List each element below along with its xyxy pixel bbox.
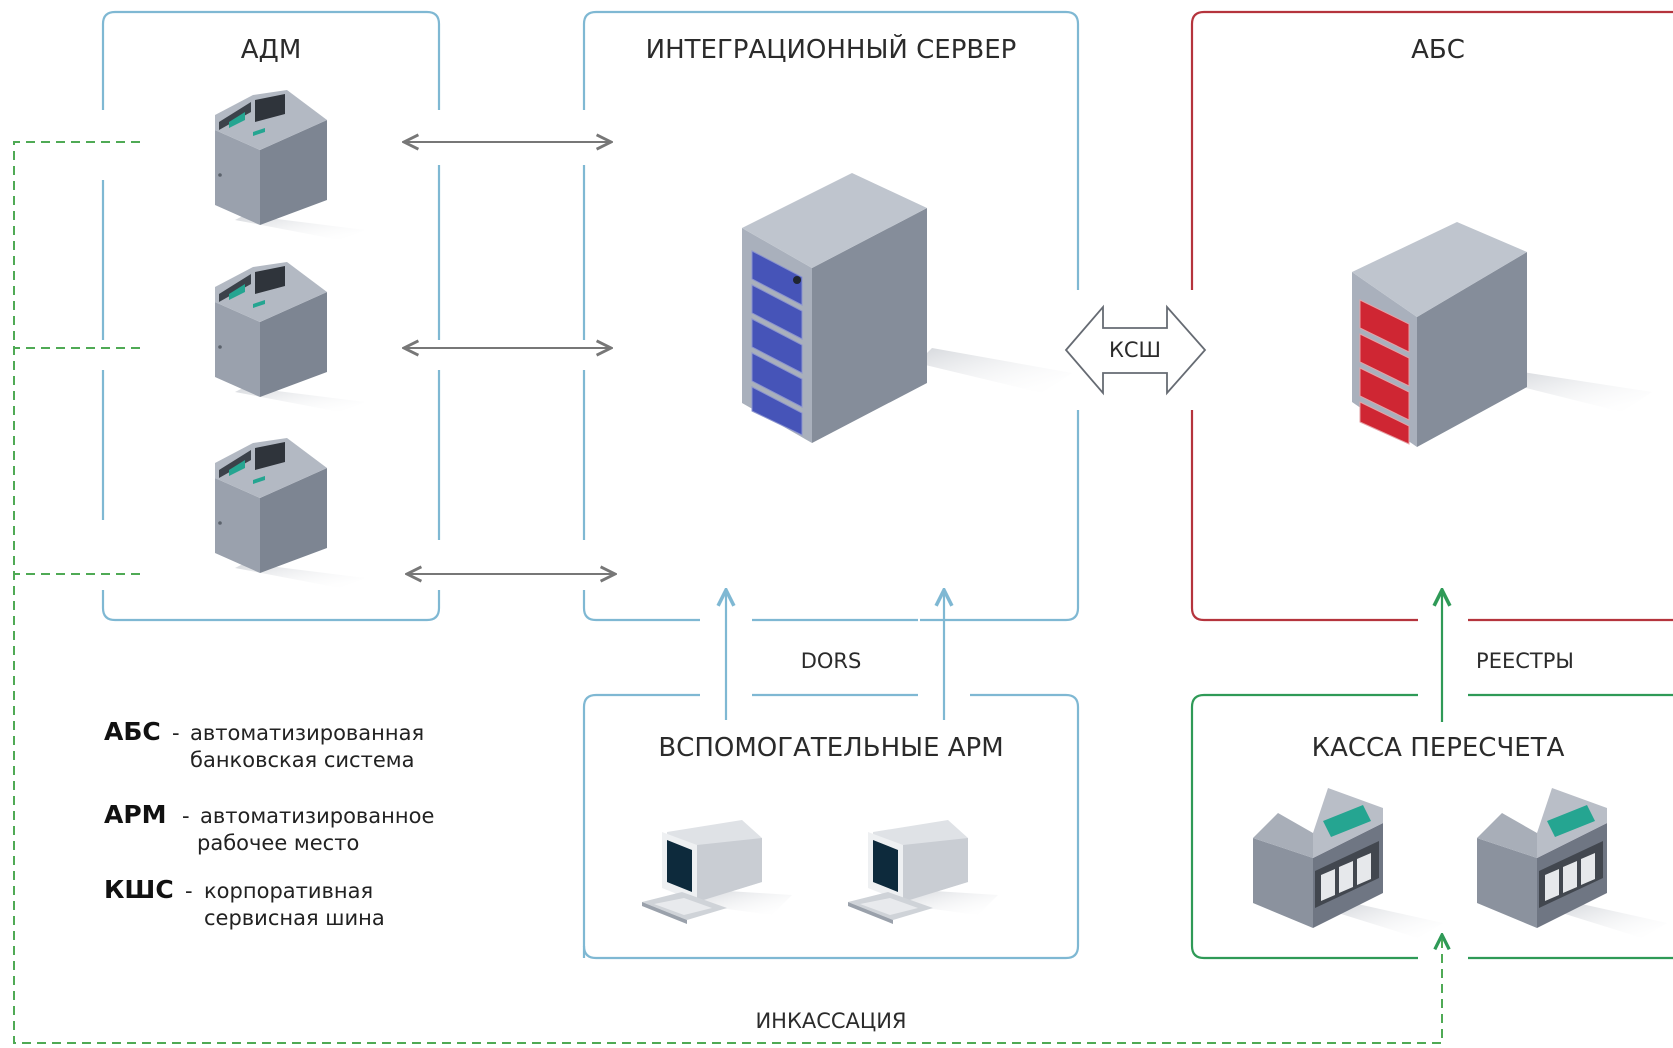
- registers-label: РЕЕСТРЫ: [1476, 649, 1574, 673]
- legend-description: автоматизированное: [200, 804, 434, 828]
- aux-workstations-frame: [582, 693, 1080, 960]
- legend-description: банковская система: [190, 748, 414, 772]
- legend: АБС - автоматизированная банковская сист…: [104, 717, 434, 930]
- aux-workstations-title: ВСПОМОГАТЕЛЬНЫЕ АРМ: [658, 733, 1003, 763]
- abs-frame: [1190, 10, 1673, 622]
- legend-description: сервисная шина: [204, 906, 385, 930]
- collection-connector: [13, 141, 1442, 1044]
- integration-server-frame: [582, 10, 1080, 622]
- legend-separator: -: [185, 879, 193, 903]
- legend-separator: -: [172, 721, 180, 745]
- legend-description: рабочее место: [197, 831, 359, 855]
- legend-description: корпоративная: [204, 879, 373, 903]
- integration-server-title: ИНТЕГРАЦИОННЫЙ СЕРВЕР: [646, 33, 1017, 65]
- bus-label: КСШ: [1109, 338, 1161, 362]
- cash-counting-frame: [1190, 693, 1673, 960]
- banknote-counter-icon: [1477, 788, 1667, 938]
- legend-separator: -: [182, 804, 190, 828]
- legend-abbr: КШС: [104, 875, 174, 904]
- workstation-icon: [848, 820, 998, 924]
- atm-icon: [215, 438, 365, 588]
- legend-item: КШС - корпоративная сервисная шина: [104, 875, 385, 930]
- workstation-icon: [642, 820, 792, 924]
- server-rack-icon: [742, 173, 1072, 443]
- abs-title: АБС: [1411, 35, 1465, 65]
- collection-label: ИНКАССАЦИЯ: [755, 1009, 906, 1033]
- banknote-counter-icon: [1253, 788, 1443, 938]
- atm-icon: [215, 262, 365, 412]
- legend-abbr: АБС: [104, 717, 161, 746]
- bus-connector: КСШ: [1064, 304, 1207, 396]
- cash-counting-title: КАССА ПЕРЕСЧЕТА: [1312, 733, 1565, 763]
- atm-icon: [215, 90, 365, 240]
- adm-title: АДМ: [241, 35, 302, 65]
- dors-connector: [726, 590, 944, 720]
- legend-item: АРМ - автоматизированное рабочее место: [104, 800, 434, 855]
- legend-item: АБС - автоматизированная банковская сист…: [104, 717, 424, 772]
- adm-frame: [101, 10, 441, 622]
- adm-server-connectors: [404, 142, 615, 574]
- legend-abbr: АРМ: [104, 800, 167, 829]
- dors-label: DORS: [801, 649, 862, 673]
- legend-description: автоматизированная: [190, 721, 424, 745]
- abs-server-icon: [1352, 222, 1652, 447]
